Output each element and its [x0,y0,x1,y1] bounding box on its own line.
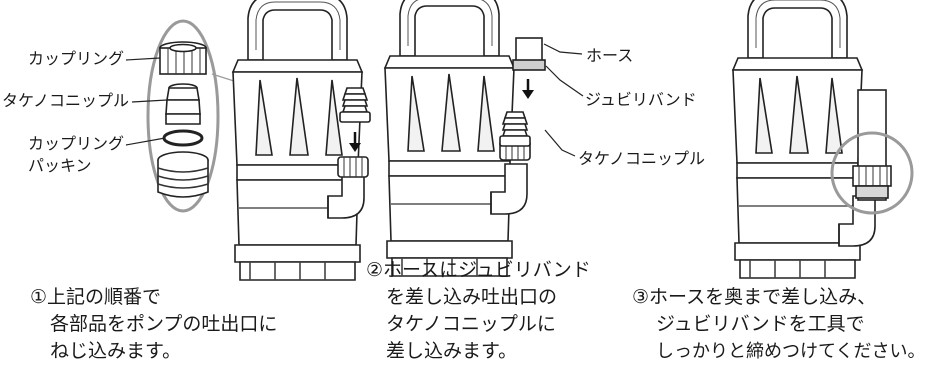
step-2-line: ②ホースにジュビリバンド [366,259,591,281]
step-3-line: ③ホースを奥まで差し込み、 [632,286,877,308]
label-nipple: タケノコニップル [2,91,130,110]
step-1-line: ①上記の順番で [30,286,162,308]
step-3-line: ジュビリバンドを工具で [656,313,865,335]
label-jubilee-band: ジュビリバンド [585,90,697,109]
step-3-line: しっかりと締めつけてください。 [656,341,926,362]
label-packing-line1: カップリング [28,134,125,153]
label-coupling: カップリング [28,49,125,68]
label-packing-line2: パッキン [28,156,92,175]
step-1-line: 各部品をポンプの吐出口に [50,313,278,335]
step-1-line: ねじ込みます。 [50,340,182,362]
step-2-line: タケノコニップルに [386,313,556,335]
label-nipple-step2: タケノコニップル [578,149,706,168]
step-2-line: を差し込み吐出口の [386,286,558,308]
label-hose: ホース [586,46,634,65]
step-2-line: 差し込みます。 [386,340,518,362]
